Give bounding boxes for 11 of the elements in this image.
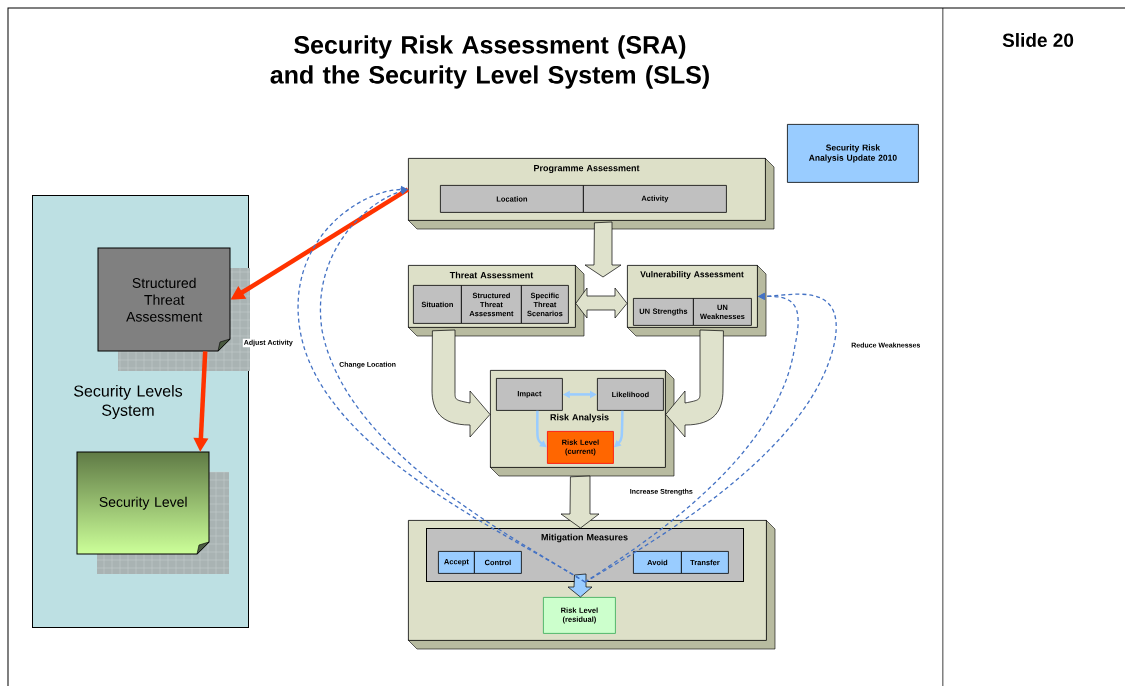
- block-arrow: [567, 573, 593, 598]
- block-arrow: [560, 475, 600, 529]
- info-box: Security Risk Analysis Update 2010: [787, 124, 919, 183]
- note: Security Level: [76, 451, 230, 575]
- arrow: [536, 410, 547, 448]
- title: Security Risk Assessment (SRA) and the Security Level System (SLS): [270, 35, 709, 89]
- block-arrow: [584, 221, 622, 278]
- block-arrow: [431, 329, 491, 438]
- slide-number: Slide 20: [1002, 33, 1074, 47]
- block-arrow: [575, 287, 628, 319]
- block-arrow: [665, 329, 724, 438]
